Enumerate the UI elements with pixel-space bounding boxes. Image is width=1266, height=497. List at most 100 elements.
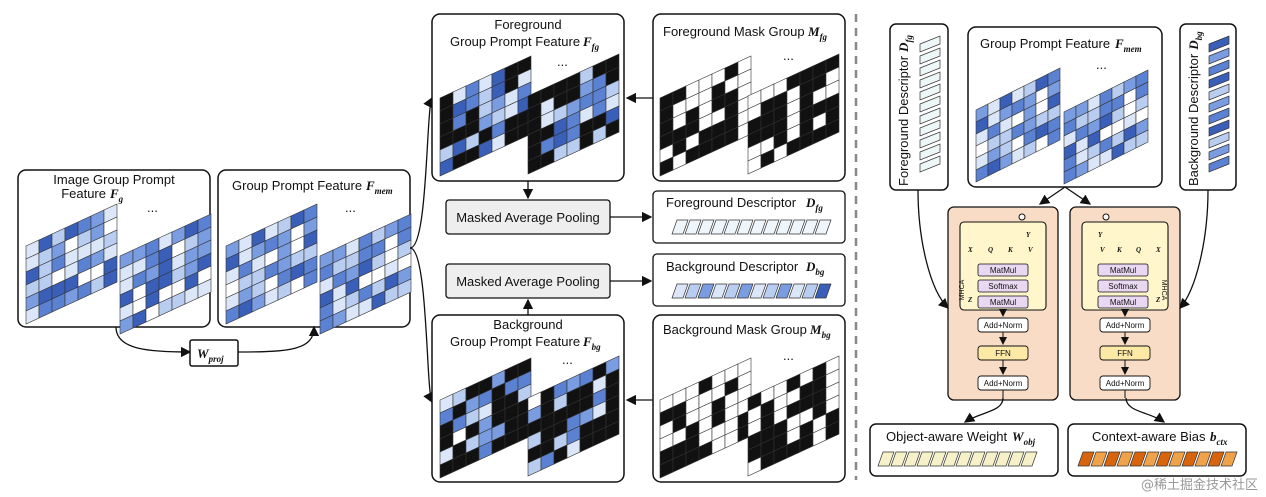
- descriptor-cell: [736, 283, 754, 299]
- right-bg-descriptor-stack: [1208, 35, 1230, 173]
- bg-desc-symbol: Dbg: [805, 259, 825, 277]
- image-feature-title: Image Group Prompt: [53, 172, 175, 187]
- var-q: Q: [988, 246, 993, 254]
- fg-desc-to-block-arrow: [917, 189, 949, 309]
- descriptor-cell: [1020, 451, 1038, 467]
- add-norm-2-label: Add+Norm: [1106, 379, 1145, 388]
- to-obj-arrow: [963, 397, 1004, 423]
- descriptor-cell: [1208, 71, 1230, 89]
- descriptor-cell: [919, 71, 941, 89]
- fg-mask-symbol: Mfg: [807, 24, 828, 42]
- image-feature-title-2: Feature: [61, 186, 106, 201]
- descriptor-cell: [749, 283, 767, 299]
- add-norm-2-label: Add+Norm: [984, 379, 1023, 388]
- descriptor-cell: [749, 219, 767, 235]
- var-x: X: [1155, 246, 1161, 254]
- descriptor-cell: [723, 219, 741, 235]
- branch-fg-arrow: [409, 96, 433, 249]
- descriptor-cell: [697, 219, 715, 235]
- descriptor-cell: [1007, 451, 1025, 467]
- matmul-bottom-label: MatMul: [1110, 298, 1136, 307]
- descriptor-cell: [762, 283, 780, 299]
- mem-to-right-block-arrow: [1064, 186, 1092, 205]
- bg-feature-title-2: Group Prompt Feature: [450, 334, 580, 349]
- descriptor-cell: [1208, 131, 1230, 149]
- bg-desc-title: Background Descriptor: [666, 259, 799, 274]
- descriptor-cell: [1077, 451, 1095, 467]
- mem-feature-grid: [225, 203, 412, 335]
- masked-avg-pool-fg-label: Masked Average Pooling: [456, 210, 600, 225]
- descriptor-cell: [919, 35, 941, 53]
- matmul-bottom-box: [1097, 295, 1149, 309]
- descriptor-cell: [919, 131, 941, 149]
- grid-cell: [605, 420, 620, 441]
- var-z: Z: [967, 296, 973, 304]
- descriptor-cell: [710, 283, 728, 299]
- descriptor-cell: [697, 283, 715, 299]
- add-norm-1-label: Add+Norm: [984, 321, 1023, 330]
- residual-node: [1102, 213, 1110, 221]
- var-z: Z: [1155, 296, 1161, 304]
- descriptor-cell: [1142, 451, 1160, 467]
- var-v: V: [1028, 246, 1034, 254]
- descriptor-cell: [968, 451, 986, 467]
- obj-weight-strip: [877, 451, 1038, 467]
- matmul-top-box: [977, 263, 1029, 277]
- descriptor-cell: [723, 283, 741, 299]
- matmul-top-label: MatMul: [1110, 266, 1136, 275]
- grid-cell: [1047, 127, 1061, 147]
- ellipsis: ...: [345, 200, 356, 215]
- descriptor-cell: [1208, 143, 1230, 161]
- descriptor-cell: [1194, 451, 1212, 467]
- grid-cell: [825, 420, 840, 441]
- bg-feature-title: Background: [493, 317, 562, 332]
- bg-mask-symbol: Mbg: [809, 322, 831, 340]
- bg-mask-title: Background Mask Group: [663, 322, 807, 337]
- descriptor-cell: [1090, 451, 1108, 467]
- grid-cell: [397, 278, 412, 299]
- matmul-top-box: [1097, 263, 1149, 277]
- var-x: X: [967, 246, 973, 254]
- right-mem-symbol: Fmem: [1114, 36, 1142, 54]
- descriptor-cell: [736, 219, 754, 235]
- fg-feature-title: Foreground: [494, 17, 561, 32]
- right-fg-descriptor-stack: [919, 35, 941, 173]
- descriptor-cell: [1208, 83, 1230, 101]
- grid-cell: [605, 118, 620, 139]
- descriptor-cell: [1155, 451, 1173, 467]
- matmul-bottom-label: MatMul: [990, 298, 1016, 307]
- matmul-bottom-box: [977, 295, 1029, 309]
- descriptor-cell: [903, 451, 921, 467]
- var-y: Y: [1098, 231, 1103, 239]
- right-bg-desc-title: Background DescriptorDbg: [1186, 31, 1204, 186]
- right-mem-title: Group Prompt Feature: [980, 36, 1110, 51]
- add-norm-1-label: Add+Norm: [1106, 321, 1145, 330]
- fg-mask-grid: [659, 53, 840, 177]
- residual-node: [1018, 213, 1026, 221]
- bg-feature-grid: [439, 355, 620, 479]
- bg-desc-to-block-arrow: [1179, 189, 1209, 309]
- descriptor-cell: [1208, 35, 1230, 53]
- ctx-bias-strip: [1077, 451, 1238, 467]
- descriptor-cell: [801, 219, 819, 235]
- softmax-label: Softmax: [1108, 282, 1137, 291]
- mem-feature-symbol: Fmem: [365, 178, 393, 196]
- descriptor-cell: [919, 95, 941, 113]
- ellipsis: ...: [147, 200, 158, 215]
- fg-mask-title: Foreground Mask Group: [663, 24, 805, 39]
- descriptor-cell: [877, 451, 895, 467]
- grid-cell: [197, 278, 212, 299]
- descriptor-cell: [1208, 155, 1230, 173]
- descriptor-cell: [762, 219, 780, 235]
- var-k: K: [1116, 246, 1123, 254]
- fg-desc-symbol: Dfg: [805, 195, 823, 213]
- obj-weight-title: Object-aware Weight: [886, 429, 1008, 444]
- ffn-label: FFN: [1117, 349, 1133, 358]
- descriptor-cell: [1208, 95, 1230, 113]
- descriptor-cell: [1208, 59, 1230, 77]
- ellipsis: ...: [562, 352, 573, 367]
- ctx-bias-symbol: bctx: [1210, 429, 1228, 447]
- descriptor-cell: [919, 155, 941, 173]
